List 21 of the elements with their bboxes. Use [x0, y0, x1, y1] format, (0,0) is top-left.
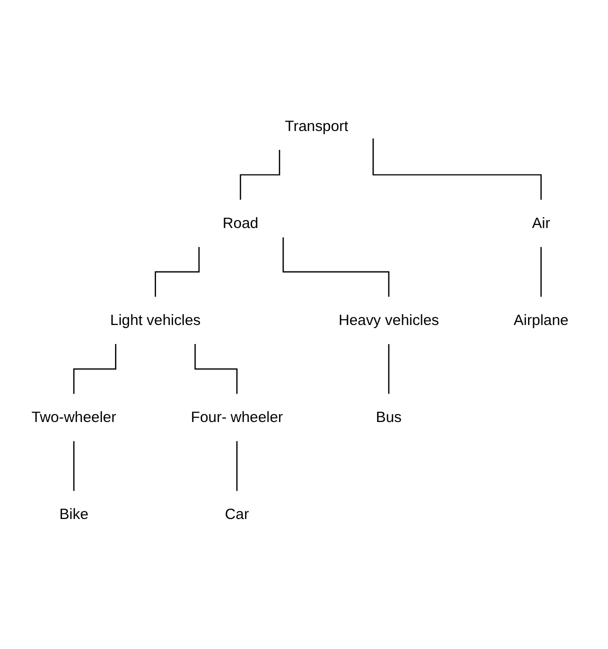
connector — [73, 440, 74, 492]
node-text: Bus — [376, 408, 402, 425]
connector — [372, 138, 542, 200]
node-text: Bike — [59, 505, 88, 522]
connector — [73, 344, 116, 394]
connector — [194, 344, 238, 394]
node-text: Road — [222, 214, 258, 231]
connector — [282, 236, 390, 297]
node-text: Air — [532, 214, 550, 231]
connector — [236, 440, 238, 492]
connector — [240, 150, 280, 200]
node-text: Two-wheeler — [32, 408, 116, 425]
connector — [388, 344, 390, 394]
connector — [540, 246, 542, 297]
connector — [154, 246, 200, 297]
node-text: Four- wheeler — [190, 408, 283, 425]
node-text: Transport — [284, 117, 348, 134]
node-text: Car — [224, 505, 249, 522]
node-text: Light vehicles — [110, 311, 201, 328]
node-text: Heavy vehicles — [338, 311, 440, 328]
node-text: Airplane — [514, 311, 568, 328]
